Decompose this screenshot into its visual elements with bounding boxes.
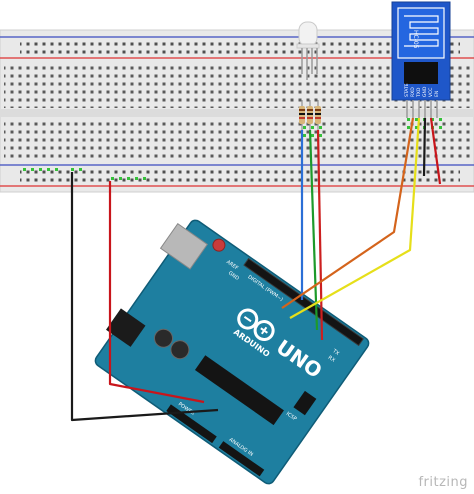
rail-holes-top-a — [20, 39, 460, 47]
bt-pin-label-0: STATE — [404, 83, 410, 97]
gnd-label: GND — [227, 270, 240, 282]
atmega-chip — [194, 355, 284, 426]
watermark: fritzing — [418, 475, 468, 490]
wire-5v — [108, 181, 205, 404]
center-channel — [0, 109, 474, 117]
resistor-1 — [299, 100, 305, 130]
bt-pin-label-5: EN — [434, 91, 440, 97]
capacitor-1 — [154, 328, 174, 348]
arduino-board: ARDUINO UNO DIGITAL (PWM~) POWER ANALOG … — [94, 219, 370, 485]
wire-led-red — [316, 129, 324, 341]
bt-pins — [406, 100, 438, 118]
analog-header — [218, 441, 265, 477]
icsp-label: ICSP — [285, 411, 298, 422]
digital-header — [243, 258, 364, 346]
icsp-header — [293, 390, 317, 416]
rx-label: RX — [327, 355, 337, 364]
bt-module-name: HC-05 — [412, 30, 419, 49]
connected-holes — [23, 118, 442, 180]
rgb-led — [296, 21, 320, 80]
rail-holes-bottom-a — [20, 167, 460, 175]
bt-chip — [404, 62, 438, 84]
resistor-3 — [315, 100, 321, 130]
tx-label: TX — [330, 348, 340, 358]
terminal-holes-lower — [4, 118, 470, 160]
capacitor-2 — [170, 340, 190, 360]
power-jack — [106, 308, 146, 347]
arduino-logo-icon — [237, 308, 275, 342]
power-header — [166, 404, 217, 444]
bt-pin-label-1: RXD — [410, 87, 416, 97]
wire-bt-yellow — [289, 117, 421, 319]
rail-holes-top-b — [20, 48, 460, 56]
wire-bt-orange — [281, 117, 415, 309]
wire-gnd — [70, 172, 219, 422]
wire-bt-black — [422, 117, 427, 177]
wire-led-green — [308, 129, 319, 331]
resistor-2 — [307, 100, 313, 130]
reset-button — [212, 238, 226, 252]
resistor-group — [299, 100, 321, 130]
rail-holes-bottom-b — [20, 176, 460, 184]
bluetooth-module: HC-05 STATE RXD TXD GND VCC EN — [391, 1, 451, 118]
wire-bt-red — [429, 117, 442, 185]
wires — [70, 117, 442, 422]
bt-pin-label-4: VCC — [428, 88, 434, 97]
arduino-pcb — [94, 219, 370, 485]
bt-pin-label-2: TXD — [416, 87, 422, 98]
antenna-trace-icon — [404, 15, 439, 47]
bt-pin-labels: STATE RXD TXD GND VCC EN — [404, 83, 440, 98]
bt-pin-label-3: GND — [422, 86, 428, 97]
usb-connector — [159, 223, 208, 270]
